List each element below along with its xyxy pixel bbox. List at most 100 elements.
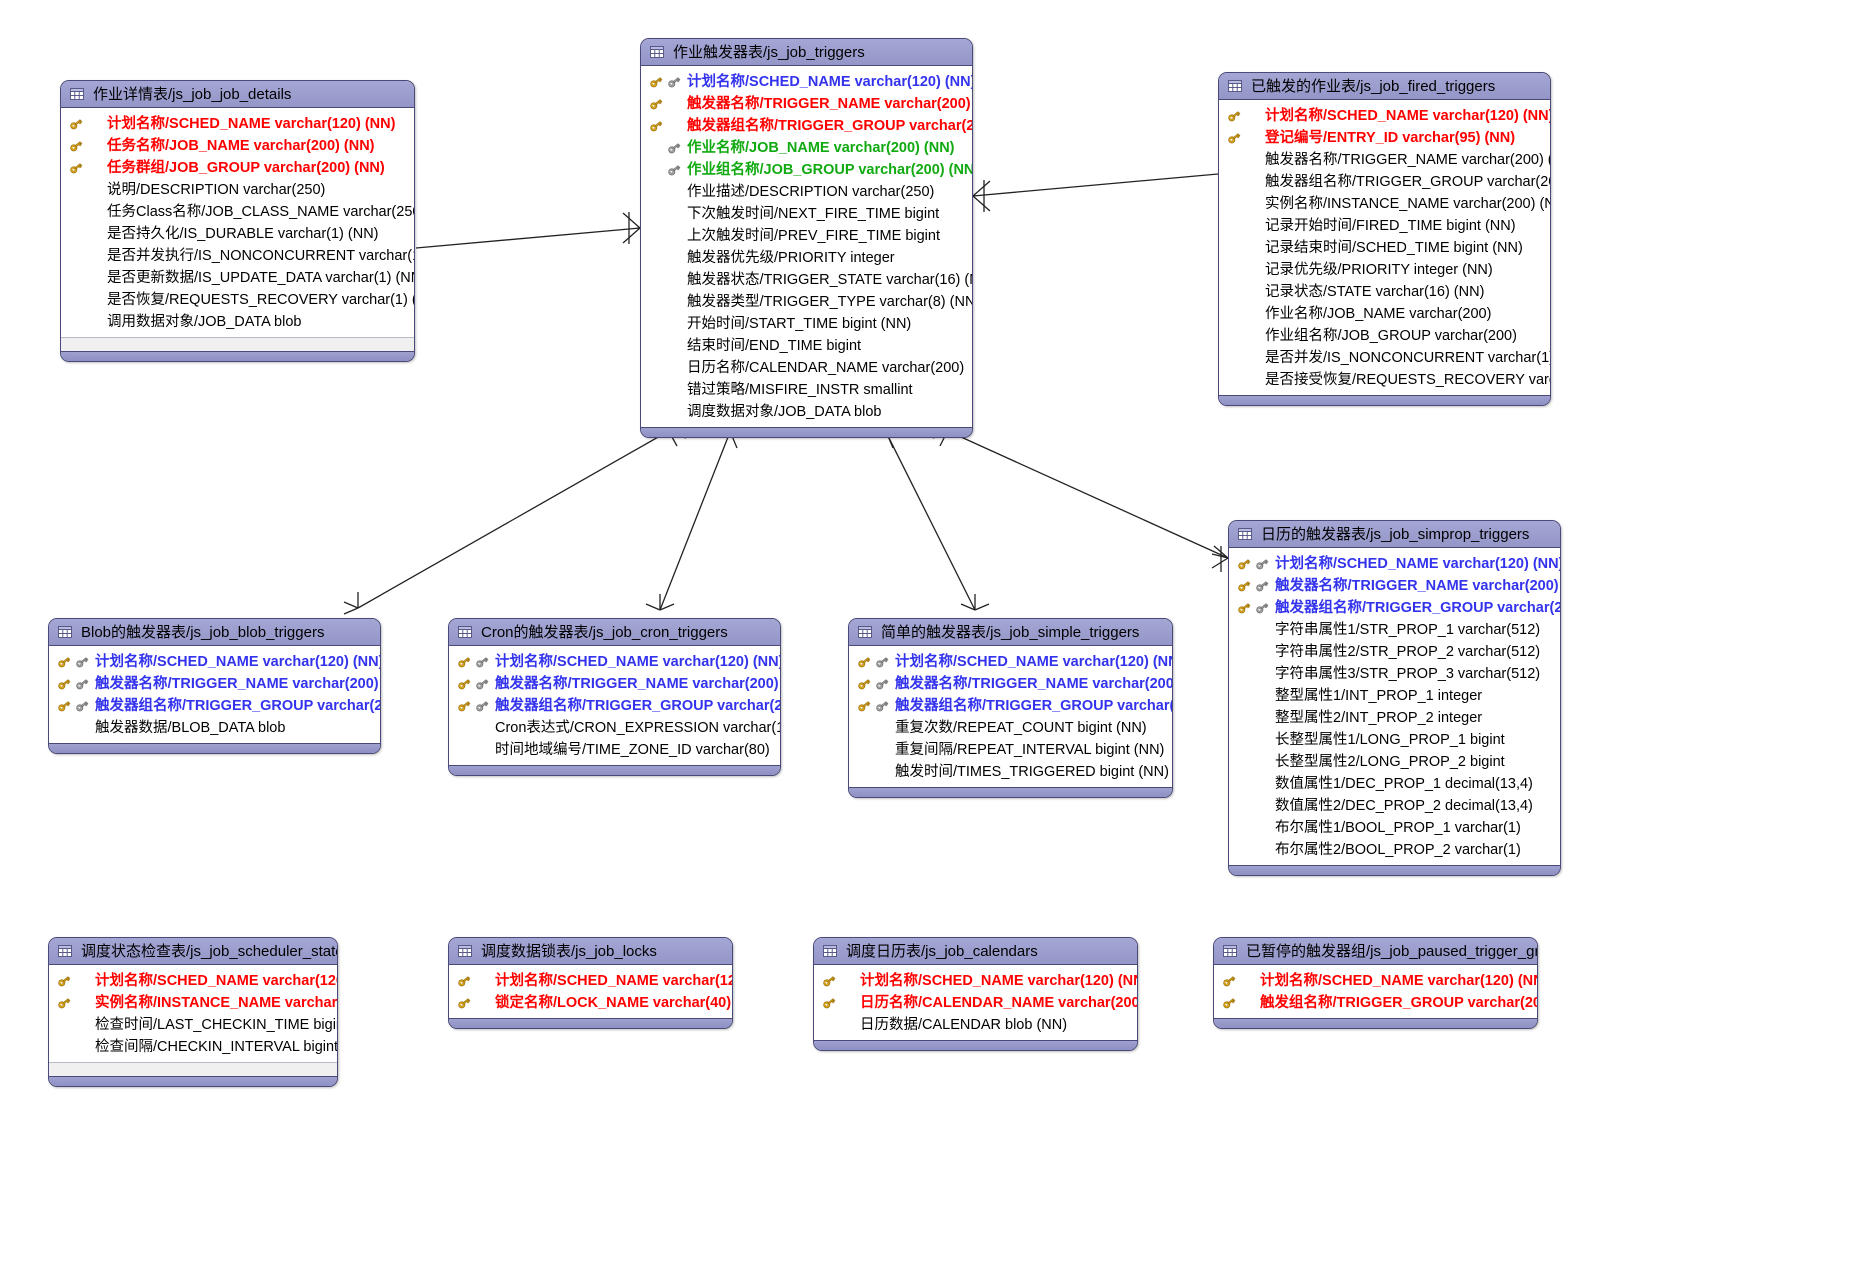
attribute-row[interactable]: 整型属性2/INT_PROP_2 integer [1229,707,1560,729]
attribute-row[interactable]: 记录结束时间/SCHED_TIME bigint (NN) [1219,237,1550,259]
attribute-row[interactable]: 登记编号/ENTRY_ID varchar(95) (NN) [1219,127,1550,149]
attribute-row[interactable]: 触发器组名称/TRIGGER_GROUP varchar(200) (NN) [849,695,1172,717]
attribute-row[interactable]: 计划名称/SCHED_NAME varchar(120) (NN) [61,113,414,135]
attribute-row[interactable]: 上次触发时间/PREV_FIRE_TIME bigint [641,225,972,247]
attribute-row[interactable]: 布尔属性1/BOOL_PROP_1 varchar(1) [1229,817,1560,839]
attribute-row[interactable]: 触发器名称/TRIGGER_NAME varchar(200) (NN) [641,93,972,115]
attribute-row[interactable]: 日历数据/CALENDAR blob (NN) [814,1014,1137,1036]
attribute-row[interactable]: 触发器名称/TRIGGER_NAME varchar(200) (NN) [49,673,380,695]
attribute-row[interactable]: 作业描述/DESCRIPTION varchar(250) [641,181,972,203]
attribute-row[interactable]: 计划名称/SCHED_NAME varchar(120) (NN) [449,651,780,673]
attribute-row[interactable]: 检查时间/LAST_CHECKIN_TIME bigint (NN) [49,1014,337,1036]
attribute-row[interactable]: 记录状态/STATE varchar(16) (NN) [1219,281,1550,303]
attribute-row[interactable]: 触发器组名称/TRIGGER_GROUP varchar(200) (NN) [449,695,780,717]
attribute-row[interactable]: 字符串属性3/STR_PROP_3 varchar(512) [1229,663,1560,685]
attribute-row[interactable]: 作业组名称/JOB_GROUP varchar(200) (NN) [641,159,972,181]
entity-header-js_job_cron_triggers[interactable]: Cron的触发器表/js_job_cron_triggers [449,619,780,646]
attribute-row[interactable]: 计划名称/SCHED_NAME varchar(120) (NN) [1229,553,1560,575]
entity-js_job_simprop_triggers[interactable]: 日历的触发器表/js_job_simprop_triggers 计划名称/SCHE… [1228,520,1561,876]
entity-js_job_calendars[interactable]: 调度日历表/js_job_calendars 计划名称/SCHED_NAME va… [813,937,1138,1051]
entity-js_job_fired_triggers[interactable]: 已触发的作业表/js_job_fired_triggers 计划名称/SCHED_… [1218,72,1551,406]
attribute-row[interactable]: 计划名称/SCHED_NAME varchar(120) (NN) [449,970,732,992]
attribute-row[interactable]: 触发器类型/TRIGGER_TYPE varchar(8) (NN) [641,291,972,313]
entity-header-js_job_paused_trigger_grps[interactable]: 已暂停的触发器组/js_job_paused_trigger_grps [1214,938,1537,965]
attribute-row[interactable]: 是否持久化/IS_DURABLE varchar(1) (NN) [61,223,414,245]
attribute-row[interactable]: 任务名称/JOB_NAME varchar(200) (NN) [61,135,414,157]
attribute-row[interactable]: 计划名称/SCHED_NAME varchar(120) (NN) [49,651,380,673]
attribute-row[interactable]: 任务Class名称/JOB_CLASS_NAME varchar(250) (N… [61,201,414,223]
attribute-row[interactable]: 日历名称/CALENDAR_NAME varchar(200) [641,357,972,379]
attribute-row[interactable]: 触发器组名称/TRIGGER_GROUP varchar(200) (NN) [1219,171,1550,193]
entity-header-js_job_job_details[interactable]: 作业详情表/js_job_job_details [61,81,414,108]
attribute-row[interactable]: 触发器组名称/TRIGGER_GROUP varchar(200) (NN) [49,695,380,717]
attribute-row[interactable]: 是否并发/IS_NONCONCURRENT varchar(1) [1219,347,1550,369]
attribute-row[interactable]: 调用数据对象/JOB_DATA blob [61,311,414,333]
attribute-row[interactable]: 触发器名称/TRIGGER_NAME varchar(200) (NN) [1229,575,1560,597]
attribute-row[interactable]: 下次触发时间/NEXT_FIRE_TIME bigint [641,203,972,225]
entity-header-js_job_simprop_triggers[interactable]: 日历的触发器表/js_job_simprop_triggers [1229,521,1560,548]
entity-js_job_locks[interactable]: 调度数据锁表/js_job_locks 计划名称/SCHED_NAME varch… [448,937,733,1029]
attribute-row[interactable]: 长整型属性2/LONG_PROP_2 bigint [1229,751,1560,773]
attribute-row[interactable]: 触发器状态/TRIGGER_STATE varchar(16) (NN) [641,269,972,291]
entity-js_job_scheduler_state[interactable]: 调度状态检查表/js_job_scheduler_state 计划名称/SCHED… [48,937,338,1087]
entity-header-js_job_triggers[interactable]: 作业触发器表/js_job_triggers [641,39,972,66]
entity-js_job_simple_triggers[interactable]: 简单的触发器表/js_job_simple_triggers 计划名称/SCHED… [848,618,1173,798]
attribute-row[interactable]: 是否并发执行/IS_NONCONCURRENT varchar(1) (NN) [61,245,414,267]
entity-header-js_job_scheduler_state[interactable]: 调度状态检查表/js_job_scheduler_state [49,938,337,965]
attribute-row[interactable]: Cron表达式/CRON_EXPRESSION varchar(120) (NN… [449,717,780,739]
entity-header-js_job_locks[interactable]: 调度数据锁表/js_job_locks [449,938,732,965]
attribute-row[interactable]: 计划名称/SCHED_NAME varchar(120) (NN) [849,651,1172,673]
attribute-row[interactable]: 开始时间/START_TIME bigint (NN) [641,313,972,335]
attribute-row[interactable]: 说明/DESCRIPTION varchar(250) [61,179,414,201]
entity-js_job_cron_triggers[interactable]: Cron的触发器表/js_job_cron_triggers 计划名称/SCHED… [448,618,781,776]
entity-js_job_job_details[interactable]: 作业详情表/js_job_job_details 计划名称/SCHED_NAME … [60,80,415,362]
attribute-row[interactable]: 数值属性1/DEC_PROP_1 decimal(13,4) [1229,773,1560,795]
attribute-row[interactable]: 计划名称/SCHED_NAME varchar(120) (NN) [814,970,1137,992]
attribute-row[interactable]: 作业组名称/JOB_GROUP varchar(200) [1219,325,1550,347]
attribute-row[interactable]: 重复间隔/REPEAT_INTERVAL bigint (NN) [849,739,1172,761]
attribute-row[interactable]: 重复次数/REPEAT_COUNT bigint (NN) [849,717,1172,739]
attribute-row[interactable]: 调度数据对象/JOB_DATA blob [641,401,972,423]
attribute-row[interactable]: 检查间隔/CHECKIN_INTERVAL bigint (NN) [49,1036,337,1058]
attribute-row[interactable]: 触发器名称/TRIGGER_NAME varchar(200) (NN) [1219,149,1550,171]
attribute-row[interactable]: 计划名称/SCHED_NAME varchar(120) (NN) [1214,970,1537,992]
entity-js_job_blob_triggers[interactable]: Blob的触发器表/js_job_blob_triggers 计划名称/SCHED… [48,618,381,754]
entity-js_job_paused_trigger_grps[interactable]: 已暂停的触发器组/js_job_paused_trigger_grps 计划名称/… [1213,937,1538,1029]
attribute-row[interactable]: 记录开始时间/FIRED_TIME bigint (NN) [1219,215,1550,237]
attribute-row[interactable]: 计划名称/SCHED_NAME varchar(120) (NN) [49,970,337,992]
attribute-row[interactable]: 是否更新数据/IS_UPDATE_DATA varchar(1) (NN) [61,267,414,289]
attribute-row[interactable]: 是否接受恢复/REQUESTS_RECOVERY varchar(1) [1219,369,1550,391]
attribute-row[interactable]: 触发时间/TIMES_TRIGGERED bigint (NN) [849,761,1172,783]
attribute-row[interactable]: 数值属性2/DEC_PROP_2 decimal(13,4) [1229,795,1560,817]
attribute-row[interactable]: 是否恢复/REQUESTS_RECOVERY varchar(1) (NN) [61,289,414,311]
entity-js_job_triggers[interactable]: 作业触发器表/js_job_triggers 计划名称/SCHED_NAME va… [640,38,973,438]
attribute-row[interactable]: 触发器组名称/TRIGGER_GROUP varchar(200) (NN) [641,115,972,137]
attribute-row[interactable]: 计划名称/SCHED_NAME varchar(120) (NN) [1219,105,1550,127]
attribute-row[interactable]: 布尔属性2/BOOL_PROP_2 varchar(1) [1229,839,1560,861]
attribute-row[interactable]: 错过策略/MISFIRE_INSTR smallint [641,379,972,401]
attribute-row[interactable]: 记录优先级/PRIORITY integer (NN) [1219,259,1550,281]
attribute-row[interactable]: 任务群组/JOB_GROUP varchar(200) (NN) [61,157,414,179]
attribute-row[interactable]: 触发器优先级/PRIORITY integer [641,247,972,269]
attribute-row[interactable]: 字符串属性1/STR_PROP_1 varchar(512) [1229,619,1560,641]
attribute-row[interactable]: 触发器名称/TRIGGER_NAME varchar(200) (NN) [449,673,780,695]
entity-header-js_job_simple_triggers[interactable]: 简单的触发器表/js_job_simple_triggers [849,619,1172,646]
entity-header-js_job_fired_triggers[interactable]: 已触发的作业表/js_job_fired_triggers [1219,73,1550,100]
attribute-row[interactable]: 实例名称/INSTANCE_NAME varchar(200) (NN) [1219,193,1550,215]
attribute-row[interactable]: 触发器名称/TRIGGER_NAME varchar(200) (NN) [849,673,1172,695]
attribute-row[interactable]: 触发器组名称/TRIGGER_GROUP varchar(200) (NN) [1229,597,1560,619]
attribute-row[interactable]: 实例名称/INSTANCE_NAME varchar(200) (NN) [49,992,337,1014]
attribute-row[interactable]: 结束时间/END_TIME bigint [641,335,972,357]
attribute-row[interactable]: 作业名称/JOB_NAME varchar(200) [1219,303,1550,325]
attribute-row[interactable]: 触发器数据/BLOB_DATA blob [49,717,380,739]
entity-header-js_job_blob_triggers[interactable]: Blob的触发器表/js_job_blob_triggers [49,619,380,646]
attribute-row[interactable]: 整型属性1/INT_PROP_1 integer [1229,685,1560,707]
attribute-row[interactable]: 锁定名称/LOCK_NAME varchar(40) (NN) [449,992,732,1014]
attribute-row[interactable]: 日历名称/CALENDAR_NAME varchar(200) (NN) [814,992,1137,1014]
attribute-row[interactable]: 长整型属性1/LONG_PROP_1 bigint [1229,729,1560,751]
entity-header-js_job_calendars[interactable]: 调度日历表/js_job_calendars [814,938,1137,965]
attribute-row[interactable]: 字符串属性2/STR_PROP_2 varchar(512) [1229,641,1560,663]
attribute-row[interactable]: 时间地域编号/TIME_ZONE_ID varchar(80) [449,739,780,761]
attribute-row[interactable]: 计划名称/SCHED_NAME varchar(120) (NN) [641,71,972,93]
attribute-row[interactable]: 触发组名称/TRIGGER_GROUP varchar(200) (NN) [1214,992,1537,1014]
